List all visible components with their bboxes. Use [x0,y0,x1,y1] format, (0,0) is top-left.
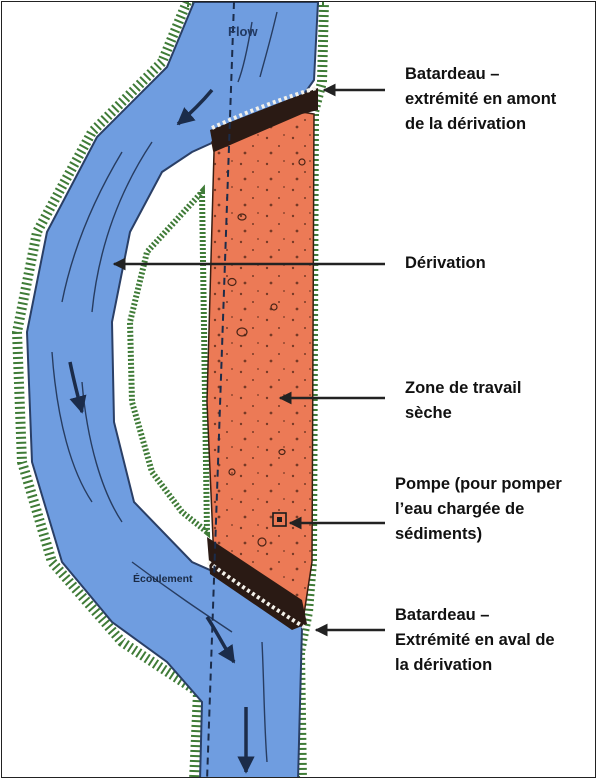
island [126,184,211,539]
downstream-cofferdam-band [207,537,307,630]
callout-upstream-cofferdam: Batardeau – extrémité en amont de la dér… [405,65,557,133]
river-banks [11,2,330,777]
callout-diversion: Dérivation [405,254,486,272]
callout-pump: Pompe (pour pomper l’eau chargée de sédi… [395,475,562,543]
centerline [206,2,235,777]
flow-label: Flow [228,24,258,39]
ecoulement-label: Écoulement [133,573,193,585]
callout-downstream-cofferdam: Batardeau – Extrémité en aval de la déri… [395,606,555,674]
upstream-cofferdam-band [210,88,318,152]
callout-dry-work-zone: Zone de travail sèche [405,379,522,422]
